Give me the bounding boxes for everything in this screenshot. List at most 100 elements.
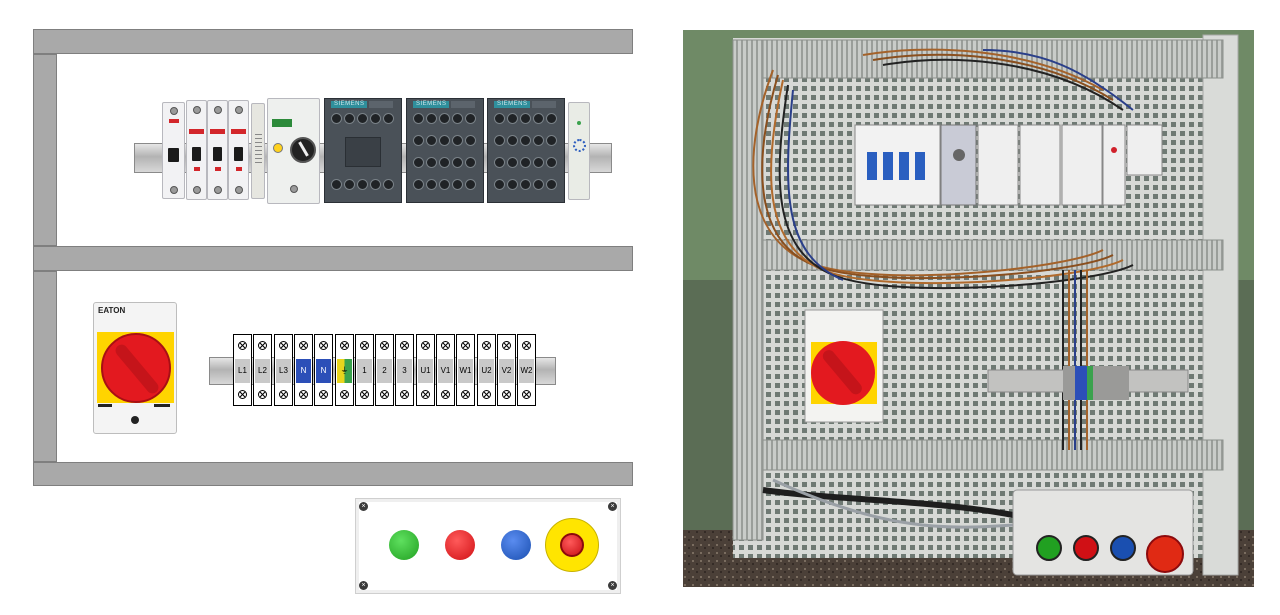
siemens-logo (413, 101, 449, 108)
residual-current-device (162, 102, 185, 199)
contactor-2: SIEMENS (406, 98, 484, 203)
terminal-screw-icon (522, 390, 531, 399)
breaker-lever (234, 147, 243, 161)
terminal-block: L1 (233, 334, 252, 406)
built-panel-photo (683, 30, 1254, 587)
terminal-label: W2 (519, 359, 534, 383)
terminal-screw-icon (238, 341, 247, 350)
terminal-label: 2 (377, 359, 392, 383)
isolator-brand-text: EATON (98, 306, 126, 315)
terminal-screw-icon (502, 390, 511, 399)
terminal-label: L1 (235, 359, 250, 383)
terminal-label: ⏚ (337, 359, 352, 383)
mpcb-dial-icon (273, 143, 283, 153)
terminal-block: N (294, 334, 313, 406)
trip-indicator (235, 167, 242, 171)
terminal-block: W1 (456, 334, 475, 406)
isolator-mount-screw-icon (131, 416, 139, 424)
isolator-handle-icon (101, 333, 171, 403)
bottom-wire-duct (33, 462, 633, 486)
contactor-3: SIEMENS (487, 98, 565, 203)
terminal-screw-icon (441, 390, 450, 399)
terminal-label: L3 (276, 359, 291, 383)
siemens-logo (331, 101, 367, 108)
terminal-screw-icon (380, 341, 389, 350)
terminal-screw-icon (169, 186, 178, 194)
trip-indicator (214, 167, 221, 171)
rotary-knob-icon (290, 137, 316, 163)
breaker-lever (192, 147, 201, 161)
corner-screw-icon: × (608, 581, 617, 590)
timer-relay (568, 102, 590, 200)
terminal-screw-icon (380, 390, 389, 399)
isolator-foot-logo-icon (154, 404, 170, 407)
main-isolator-switch: EATON (93, 302, 177, 434)
left-vertical-duct-upper (33, 54, 57, 246)
contactor-brand-text: SIEMENS (416, 101, 447, 107)
terminal-screw-icon (421, 341, 430, 350)
terminal-screw-icon (258, 390, 267, 399)
circuit-breaker-1 (186, 100, 207, 200)
breaker-band (210, 129, 225, 134)
terminal-screw-icon (213, 186, 222, 194)
terminal-block: 3 (395, 334, 414, 406)
breaker-band (189, 129, 204, 134)
terminal-screw-icon (234, 186, 243, 194)
terminal-screw-icon (360, 390, 369, 399)
isolator-foot-text-icon (98, 404, 112, 407)
terminal-block: U2 (477, 334, 496, 406)
emergency-stop-button[interactable] (560, 533, 584, 557)
terminal-label: N (296, 359, 311, 383)
terminal-screw-icon (238, 390, 247, 399)
terminal-screw-icon (279, 341, 288, 350)
terminal-screw-icon (441, 341, 450, 350)
panel-photo-illustration (683, 30, 1254, 587)
contactor-brand-text: SIEMENS (497, 101, 528, 107)
breaker-lever (213, 147, 222, 161)
terminal-label: U2 (479, 359, 494, 383)
terminal-screw-icon (360, 341, 369, 350)
terminal-screw-icon (289, 185, 298, 193)
trip-indicator (193, 167, 200, 171)
terminal-screw-icon (299, 341, 308, 350)
siemens-logo (494, 101, 530, 108)
terminal-screw-icon (319, 390, 328, 399)
terminal-block: 1 (355, 334, 374, 406)
terminal-label: 3 (397, 359, 412, 383)
terminal-label: N (316, 359, 331, 383)
sirius-mark (451, 101, 475, 108)
aux-label-icon (255, 134, 262, 164)
terminal-block: L2 (253, 334, 272, 406)
terminal-screw-icon (169, 107, 178, 115)
terminal-screw-icon (502, 341, 511, 350)
terminal-label: U1 (418, 359, 433, 383)
left-vertical-duct-lower (33, 271, 57, 462)
red-pushbutton[interactable] (445, 530, 475, 560)
terminal-screw-icon (213, 106, 222, 114)
terminal-screw-icon (192, 186, 201, 194)
sirius-mark (369, 101, 393, 108)
circuit-breaker-3 (228, 100, 249, 200)
green-pushbutton[interactable] (389, 530, 419, 560)
terminal-screw-icon (400, 341, 409, 350)
terminal-block: U1 (416, 334, 435, 406)
terminal-screw-icon (319, 341, 328, 350)
contactor-1: SIEMENS (324, 98, 402, 203)
terminal-block: V1 (436, 334, 455, 406)
brand-mark (168, 119, 179, 123)
corner-screw-icon: × (359, 581, 368, 590)
terminal-block: L3 (274, 334, 293, 406)
top-wire-duct (33, 29, 633, 54)
terminal-label: W1 (458, 359, 473, 383)
auxiliary-contact (251, 103, 265, 199)
terminal-screw-icon (421, 390, 430, 399)
terminal-screw-icon (482, 341, 491, 350)
terminal-label: 1 (357, 359, 372, 383)
terminal-screw-icon (461, 390, 470, 399)
blue-pushbutton[interactable] (501, 530, 531, 560)
terminal-screw-icon (279, 390, 288, 399)
terminal-label: V2 (499, 359, 514, 383)
circuit-breaker-2 (207, 100, 228, 200)
terminal-screw-icon (400, 390, 409, 399)
corner-screw-icon: × (608, 502, 617, 511)
